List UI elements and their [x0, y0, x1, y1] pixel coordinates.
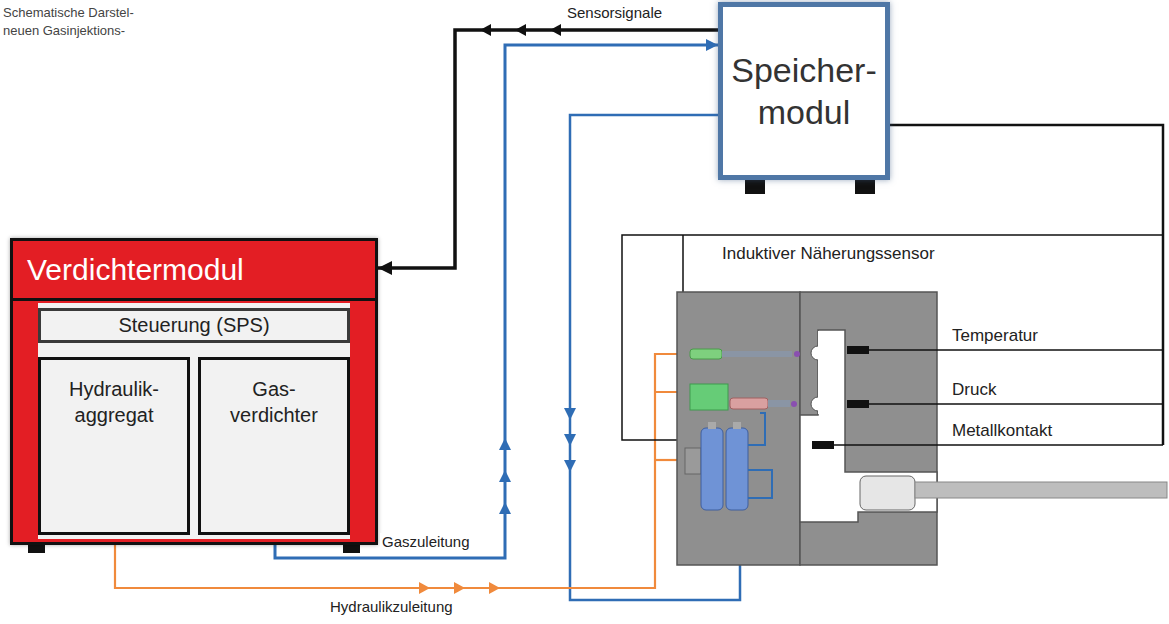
flow-arrow	[564, 434, 576, 446]
mould-half	[677, 292, 800, 565]
injector-actuator	[690, 349, 722, 359]
contact-sensor	[812, 441, 834, 449]
valve-fitting	[685, 448, 701, 474]
flow-arrow	[419, 582, 430, 594]
compressor-module: VerdichtermodulSteuerung (SPS) Hydraulik-…	[10, 238, 378, 545]
node-text: Speicher- modul	[731, 49, 877, 134]
signal-label: Metallkontakt	[952, 421, 1052, 441]
injector-tip	[791, 401, 797, 407]
connector	[378, 30, 718, 268]
signal-wire	[869, 349, 1163, 351]
gas-line	[748, 470, 772, 498]
valve-cap	[733, 422, 741, 429]
gas-valve	[701, 428, 723, 510]
module-foot	[855, 178, 875, 194]
ejector-rod	[915, 482, 1167, 498]
signal-label: Temperatur	[952, 326, 1038, 346]
signal-wire	[834, 444, 1163, 446]
line-label: Hydraulikzuleitung	[330, 598, 453, 615]
flow-arrow	[564, 460, 576, 472]
pressure-sensor	[847, 400, 869, 408]
cavity-fill	[818, 331, 844, 414]
flow-arrow	[489, 582, 500, 594]
node-text: Gas- verdichter	[230, 376, 318, 428]
line-label: Sensorsignale	[565, 4, 664, 21]
injector-nozzle	[768, 400, 790, 407]
proximity-sensor-block	[690, 384, 728, 410]
gas-valve	[726, 428, 748, 510]
node-text: Steuerung (SPS)	[118, 314, 269, 337]
sensor-label: Induktiver Näherungssensor	[722, 244, 935, 264]
node-text: Verdichtermodul	[13, 241, 375, 301]
valve-cap	[708, 422, 716, 429]
gas-line	[748, 413, 765, 445]
injector-body	[730, 398, 768, 409]
flow-arrow	[564, 408, 576, 420]
caption: Schematische Darstel- neuen Gasinjektion…	[3, 4, 145, 39]
module-foot	[745, 178, 765, 194]
signal-label: Druck	[952, 380, 996, 400]
injector-needle	[722, 351, 792, 357]
control-box: Steuerung (SPS)	[38, 308, 350, 343]
gas-compressor-box: Gas- verdichter	[198, 357, 350, 535]
signal-wire	[869, 403, 1163, 405]
hydraulic-unit-box: Hydraulik- aggregat	[38, 357, 190, 535]
injector-tip	[794, 351, 800, 357]
ejector-cylinder	[860, 476, 915, 510]
temperature-sensor	[847, 346, 869, 354]
node-text: Hydraulik- aggregat	[69, 376, 159, 428]
storage-module: Speicher- modul	[718, 2, 890, 180]
flow-arrow	[454, 582, 465, 594]
hydraulic-line	[115, 354, 690, 588]
mould-half	[800, 292, 937, 565]
line-label: Gaszuleitung	[380, 533, 472, 550]
